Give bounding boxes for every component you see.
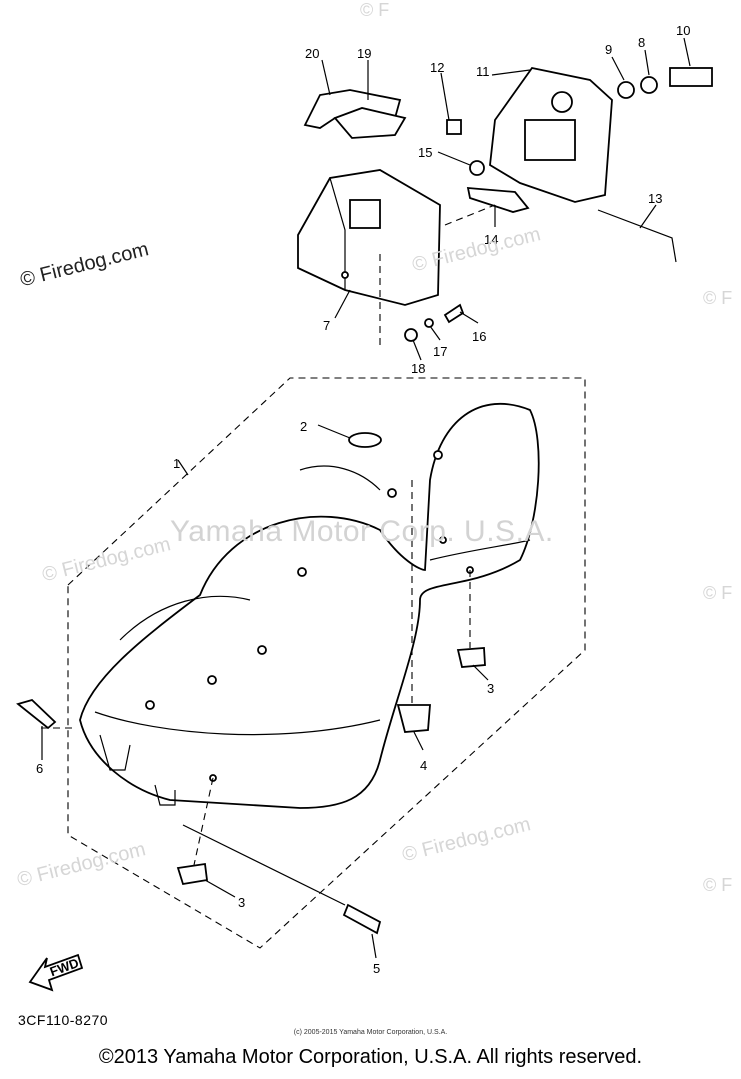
callout-6: 6 <box>36 761 43 776</box>
drawing-code: 3CF110-8270 <box>18 1012 109 1028</box>
callout-12: 12 <box>430 60 444 75</box>
callout-3-right: 3 <box>487 681 494 696</box>
tail-cover <box>297 169 441 306</box>
callout-7: 7 <box>323 318 330 333</box>
callout-9: 9 <box>605 42 612 57</box>
callout-14: 14 <box>484 232 498 247</box>
callout-15: 15 <box>418 145 432 160</box>
seat <box>79 402 540 809</box>
firedog-watermark-corner-2: © F <box>703 583 733 603</box>
leader-lines <box>41 37 691 959</box>
callout-19: 19 <box>357 46 371 61</box>
seat-assembly-boundary <box>67 377 586 949</box>
callouts: 1 2 3 3 4 5 6 7 8 9 10 11 12 13 14 15 16… <box>36 23 690 976</box>
callout-20: 20 <box>305 46 319 61</box>
callout-3-left: 3 <box>238 895 245 910</box>
yamaha-watermark: Yamaha Motor Corp. U.S.A. <box>170 515 554 548</box>
callout-17: 17 <box>433 344 447 359</box>
callout-11: 11 <box>476 64 490 79</box>
firedog-watermark-corner-1: © F <box>703 288 733 308</box>
callout-18: 18 <box>411 361 425 376</box>
footer-copyright: ©2013 Yamaha Motor Corporation, U.S.A. A… <box>98 1046 643 1068</box>
fwd-label: FWD <box>48 955 81 979</box>
callout-2: 2 <box>300 419 307 434</box>
callout-16: 16 <box>472 329 486 344</box>
callout-5: 5 <box>373 961 380 976</box>
fwd-arrow-icon: FWD <box>28 953 84 992</box>
firedog-watermark-corner-4: © F <box>360 0 390 20</box>
small-parts <box>16 67 713 935</box>
firedog-watermark-corner-3: © F <box>703 875 733 895</box>
callout-4: 4 <box>420 758 427 773</box>
callout-1: 1 <box>173 456 180 471</box>
storage-box <box>489 66 613 203</box>
callout-8: 8 <box>638 35 645 50</box>
small-copyright: (c) 2005-2015 Yamaha Motor Corporation, … <box>293 1029 448 1036</box>
callout-13: 13 <box>648 191 662 206</box>
callout-10: 10 <box>676 23 690 38</box>
